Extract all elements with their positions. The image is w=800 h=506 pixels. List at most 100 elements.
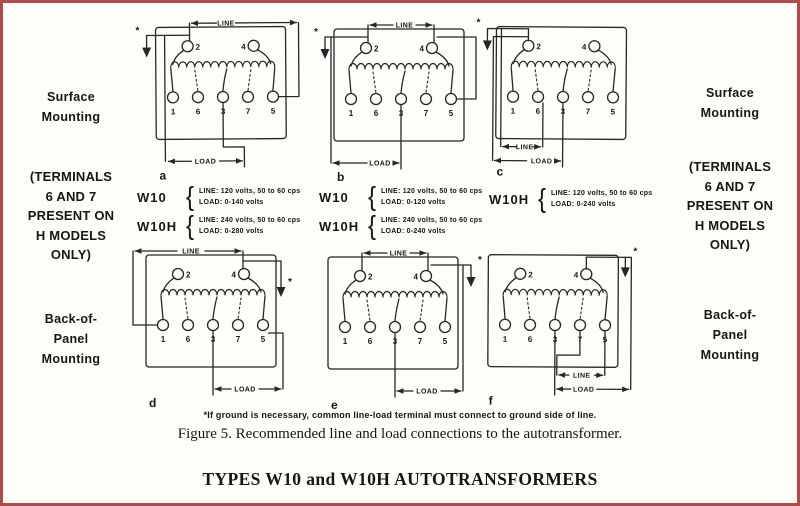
terminal-6-label: 6 <box>368 337 373 346</box>
transformer-case <box>154 25 287 141</box>
core-slot: 2 4 1 6 3 7 5 <box>327 256 459 370</box>
spec-load-rating: LOAD: 0-140 volts <box>199 198 264 206</box>
terminal-5 <box>256 318 270 332</box>
diagram-letter: f <box>489 394 494 408</box>
brace-glyph: { <box>538 184 547 215</box>
ground-icon: * <box>620 246 637 278</box>
spec-row: W10 { LINE: 120 volts, 50 to 60 cps LOAD… <box>137 182 300 213</box>
core-slot: 2 4 1 6 3 7 5 <box>154 25 287 141</box>
terminal-6-label: 6 <box>528 335 533 344</box>
coil-winding <box>502 288 608 296</box>
lead-terminal-5 <box>612 67 616 92</box>
wire <box>512 49 526 65</box>
terminal-2 <box>353 269 367 283</box>
coil-winding <box>510 60 616 68</box>
lead-terminal-5 <box>604 295 608 320</box>
wire <box>589 277 604 293</box>
terminal-2-label: 2 <box>196 43 201 52</box>
label-line: Back-of- <box>703 308 757 322</box>
diagram-letter: b <box>337 170 344 184</box>
diagram-b: 2 4 1 6 3 7 5 * <box>314 22 477 184</box>
terminal-1-label: 1 <box>503 335 508 344</box>
terminal-7-label: 7 <box>586 107 591 116</box>
brace-glyph: { <box>186 182 195 213</box>
terminal-7 <box>231 318 245 332</box>
terminal-7 <box>241 90 255 103</box>
lead-terminal-5 <box>450 69 454 94</box>
wiring <box>324 24 477 170</box>
label-line: Back-of- <box>44 312 98 326</box>
terminal-4 <box>419 269 433 283</box>
terminal-7-label: 7 <box>424 109 429 118</box>
lead-terminal-7-dashed <box>425 71 430 94</box>
lead-terminal-5 <box>444 297 448 322</box>
lead-terminal-1 <box>348 69 352 94</box>
brace-glyph: { <box>186 211 195 242</box>
terminal-2-label: 2 <box>186 271 191 280</box>
terminal-4 <box>247 39 260 52</box>
terminal-6-label: 6 <box>196 107 201 116</box>
spec-line-rating: LINE: 120 volts, 50 to 60 cps <box>381 188 483 195</box>
load-label: LOAD <box>573 387 594 394</box>
label-line: Mounting <box>41 110 101 124</box>
lead-terminal-7-dashed <box>587 69 592 92</box>
wire <box>429 279 444 295</box>
label-line: PRESENT ON <box>686 198 774 213</box>
line-label: LINE <box>182 249 200 256</box>
line-dimension: LINE <box>558 372 604 380</box>
diagram-letter: d <box>149 396 156 410</box>
spec-row: W10 { LINE: 120 volts, 50 to 60 cps LOAD… <box>319 185 483 211</box>
load-dimension: LOAD <box>167 158 244 166</box>
wire <box>162 277 175 293</box>
terminal-1-label: 1 <box>161 335 166 344</box>
autotransformer-core: 2 4 1 6 3 7 5 <box>333 28 465 142</box>
ground-icon: * <box>135 26 152 58</box>
terminal-3 <box>388 320 402 334</box>
load-dimension: LOAD <box>214 386 282 394</box>
terminal-5 <box>438 320 452 334</box>
lead-terminal-6-dashed <box>372 71 377 94</box>
lead-terminal-3 <box>562 68 568 92</box>
terminal-4-label: 4 <box>232 271 237 280</box>
load-dimension: LOAD <box>332 160 400 168</box>
terminal-4-label: 4 <box>574 271 579 280</box>
load-label: LOAD <box>369 161 390 168</box>
load-label: LOAD <box>234 387 255 394</box>
terminal-7 <box>413 320 427 334</box>
ground-icon: * <box>314 27 330 59</box>
transformer-case <box>145 254 277 368</box>
label-line: ONLY) <box>709 237 751 252</box>
lead-terminal-3 <box>222 68 228 92</box>
lead-terminal-6-dashed <box>526 297 531 320</box>
spec-row: W10H { LINE: 120 volts, 50 to 60 cps LOA… <box>489 184 652 215</box>
terminal-4-label: 4 <box>420 45 425 54</box>
ground-note-marker: * <box>288 277 292 288</box>
terminal-3 <box>216 90 230 104</box>
label-line: Mounting <box>700 106 760 120</box>
diagram-f: 2 4 1 6 3 7 5 * <box>487 246 637 408</box>
spec-load-rating: LOAD: 0-240 volts <box>381 227 446 235</box>
lead-terminal-3 <box>212 296 218 320</box>
transformer-case <box>333 28 465 142</box>
line-label: LINE <box>516 144 534 151</box>
autotransformer-core: 2 4 1 6 3 7 5 <box>495 25 628 141</box>
core-slot: 2 4 1 6 3 7 5 <box>487 254 620 368</box>
diagram-letter: e <box>331 398 338 412</box>
terminal-7-label: 7 <box>236 335 241 344</box>
terminal-1 <box>498 318 512 331</box>
terminal-1 <box>344 92 358 106</box>
terminal-5 <box>444 92 458 106</box>
terminal-7-label: 7 <box>246 107 251 116</box>
line-dimension: LINE <box>502 143 542 151</box>
autotransformer-core: 2 4 1 6 3 7 5 <box>327 256 459 370</box>
coil-winding <box>342 291 448 298</box>
load-dimension: LOAD <box>396 388 462 396</box>
label-line: Surface <box>47 90 95 104</box>
ground-note-marker: * <box>633 246 637 257</box>
label-line: Surface <box>706 86 754 100</box>
diagram-c: 2 4 1 6 3 7 5 * <box>476 17 628 179</box>
terminal-2-label: 2 <box>536 42 541 51</box>
lead-terminal-1 <box>160 295 164 320</box>
coil-winding <box>170 60 276 68</box>
ground-note-marker: * <box>314 27 318 38</box>
